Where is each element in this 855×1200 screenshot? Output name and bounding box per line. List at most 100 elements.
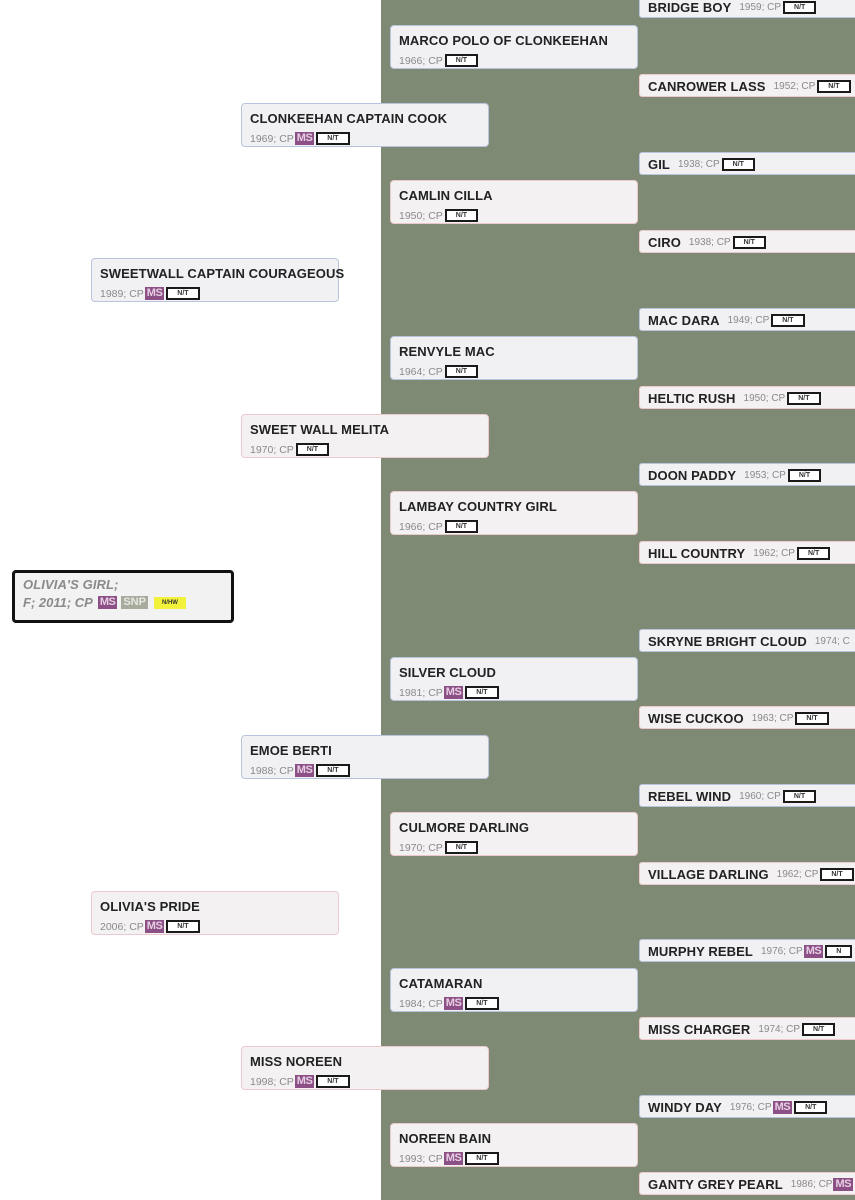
nt-badge: N/T — [166, 287, 200, 300]
nt-badge: N/T — [166, 920, 200, 933]
nt-badge: N/T — [444, 365, 479, 378]
ancestor-name: EMOE BERTI — [250, 743, 332, 758]
ancestor-name: CULMORE DARLING — [399, 820, 530, 835]
ancestor-meta: 1962; CP — [753, 548, 795, 559]
ancestor-name: REBEL WIND — [648, 789, 732, 804]
ancestor-meta: 1952; CP — [773, 81, 816, 92]
nt-badge: N/T — [794, 1101, 828, 1114]
nt-badge: N/T — [782, 790, 817, 803]
ancestor-meta: 1938; CP — [677, 159, 720, 170]
ancestor-name: CLONKEEHAN CAPTAIN COOK — [250, 111, 448, 126]
ancestor-meta: 1962; CP — [776, 869, 819, 880]
nt-badge: N/T — [316, 764, 350, 777]
ancestor-meta: 1953; CP — [744, 470, 786, 481]
ancestor-meta: 2006; CP — [100, 920, 144, 933]
nt-badge: N/T — [787, 469, 822, 482]
ms-badge: MS — [97, 596, 118, 609]
ms-badge: MS — [144, 287, 165, 300]
ancestor-name: CATAMARAN — [399, 976, 483, 991]
nt-badge: N/T — [316, 132, 350, 145]
nt-badge: N/T — [465, 686, 499, 699]
nt-badge: N/T — [783, 1, 817, 14]
snp-badge: SNP — [121, 596, 148, 609]
ancestor-name: BRIDGE BOY — [648, 0, 732, 15]
ancestor-meta: 1974; CP — [758, 1024, 801, 1035]
ancestor-name: LAMBAY COUNTRY GIRL — [399, 499, 557, 514]
nt-badge: N/T — [444, 54, 479, 67]
nt-badge: N/T — [721, 158, 755, 171]
ms-badge: MS — [294, 132, 315, 145]
subject-name: OLIVIA'S GIRL; — [23, 577, 119, 592]
ancestor-meta: 1989; CP — [100, 287, 144, 300]
ancestor-name: SKRYNE BRIGHT CLOUD — [648, 634, 807, 649]
nt-badge: N/T — [295, 443, 330, 456]
ancestor-meta: 1970; CP — [399, 841, 443, 854]
ms-badge: MS — [772, 1101, 793, 1114]
ancestor-meta: 1964; CP — [399, 365, 443, 378]
ancestor-name: SWEET WALL MELITA — [250, 422, 390, 437]
ancestor-name: SILVER CLOUD — [399, 665, 497, 680]
nt-badge: N/T — [444, 209, 479, 222]
ancestor-meta: 1966; CP — [399, 520, 443, 533]
ancestor-name: WISE CUCKOO — [648, 711, 744, 726]
ms-badge: MS — [443, 686, 464, 699]
nt-badge: N/T — [817, 80, 851, 93]
ms-badge: MS — [294, 1075, 315, 1088]
nt-badge: N/T — [465, 1152, 499, 1165]
nt-badge: N/T — [771, 314, 805, 327]
nt-badge: N/T — [444, 520, 479, 533]
ancestor-name: CAMLIN CILLA — [399, 188, 493, 203]
ancestor-name: HILL COUNTRY — [648, 546, 746, 561]
ancestor-name: MURPHY REBEL — [648, 944, 753, 959]
ancestor-name: GANTY GREY PEARL — [648, 1177, 783, 1192]
ancestor-name: CIRO — [648, 235, 681, 250]
faded-footer — [0, 1192, 180, 1200]
ms-badge: MS — [144, 920, 165, 933]
nt-badge: N/T — [444, 841, 479, 854]
ms-badge: MS — [294, 764, 315, 777]
ancestor-name: MAC DARA — [648, 313, 720, 328]
nt-badge: N/T — [795, 712, 829, 725]
nt-badge: N — [825, 945, 853, 958]
ancestor-name: HELTIC RUSH — [648, 391, 736, 406]
ms-badge: MS — [833, 1178, 853, 1191]
ancestor-name: OLIVIA'S PRIDE — [100, 899, 200, 914]
ms-badge: MS — [803, 945, 824, 958]
ancestor-name: DOON PADDY — [648, 468, 737, 483]
ancestor-meta: 1981; CP — [399, 686, 443, 699]
nhw-badge: N/HW — [153, 596, 186, 609]
nt-badge: N/T — [802, 1023, 836, 1036]
subject-horse-card[interactable]: OLIVIA'S GIRL; F; 2011; CP MS SNP N/HW — [12, 570, 234, 623]
ancestor-meta: 1988; CP — [250, 764, 294, 777]
